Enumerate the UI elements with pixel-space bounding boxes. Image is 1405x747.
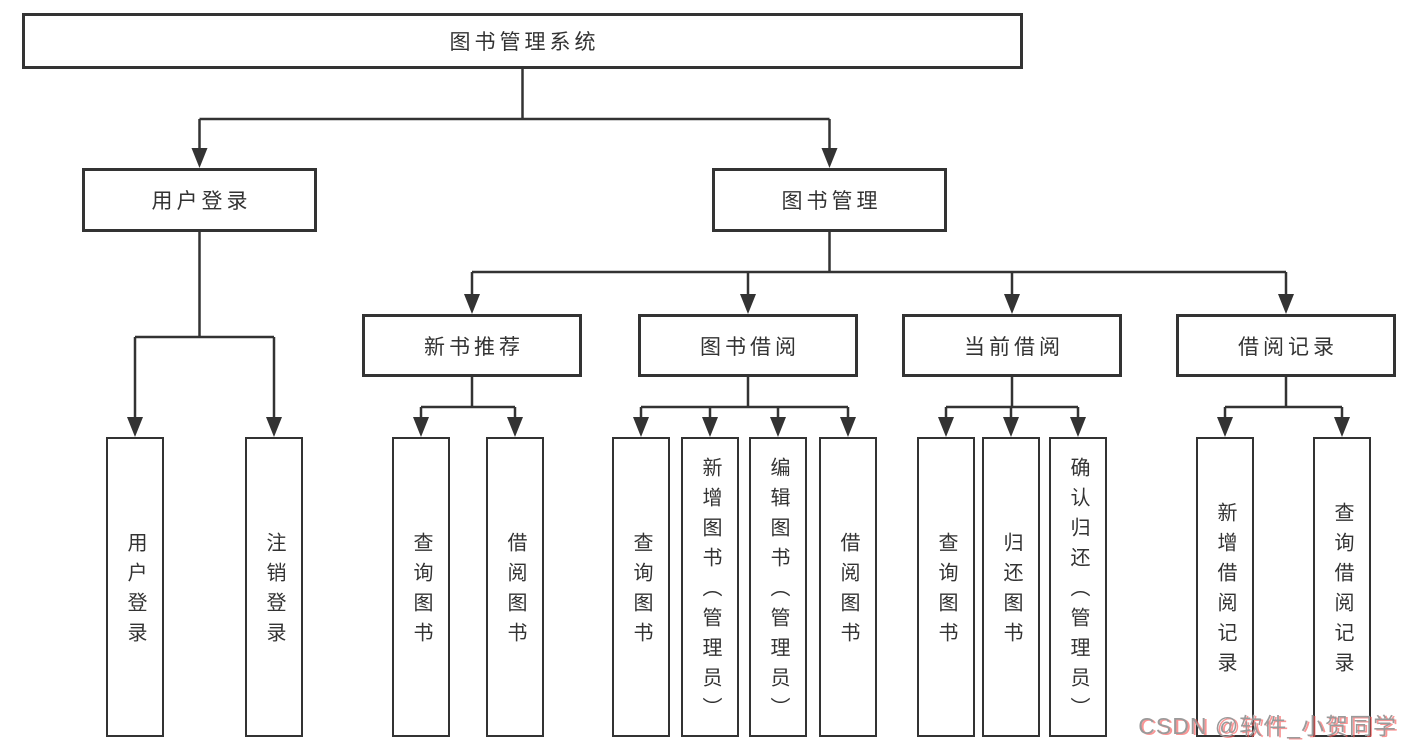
leaf-label: 归还图书 [1000,532,1022,652]
leaf-label: 确认归还（管理员） [1067,457,1089,727]
leaf-label: 新增借阅记录 [1214,502,1236,682]
leaf-label: 查询图书 [410,532,432,652]
connector-root-to-level1 [191,69,838,168]
leaf-query-book-3: 查询图书 [917,437,975,737]
node-borrow-record: 借阅记录 [1176,314,1396,377]
leaf-label: 借阅图书 [837,532,859,652]
leaf-logout: 注销登录 [245,437,303,737]
node-label: 用户登录 [151,190,252,213]
leaf-label: 查询借阅记录 [1331,502,1353,682]
node-book-management: 图书管理 [712,168,947,232]
connector-borrow-record-to-leaves [1217,377,1350,437]
node-root-library-system: 图书管理系统 [22,13,1023,69]
node-user-login: 用户登录 [82,168,317,232]
node-current-borrow: 当前借阅 [902,314,1122,377]
node-book-borrow: 图书借阅 [638,314,858,377]
leaf-return-book: 归还图书 [982,437,1040,737]
node-label: 当前借阅 [964,335,1064,359]
node-label: 借阅记录 [1238,335,1338,359]
leaf-label: 新增图书（管理员） [699,457,721,727]
leaf-borrow-book-1: 借阅图书 [486,437,544,737]
node-label: 图书管理系统 [449,31,600,54]
leaf-query-book-2: 查询图书 [612,437,670,737]
leaf-label: 查询图书 [935,532,957,652]
leaf-user-login: 用户登录 [106,437,164,737]
node-label: 新书推荐 [424,335,524,359]
leaf-edit-book-admin: 编辑图书（管理员） [749,437,807,737]
leaf-confirm-return-admin: 确认归还（管理员） [1049,437,1107,737]
leaf-add-borrow-record: 新增借阅记录 [1196,437,1254,737]
node-new-book-recommend: 新书推荐 [362,314,582,377]
connector-book-borrow-to-leaves [633,377,856,437]
leaf-borrow-book-2: 借阅图书 [819,437,877,737]
connector-current-borrow-to-leaves [938,377,1086,437]
leaf-label: 用户登录 [124,532,146,652]
leaf-label: 查询图书 [630,532,652,652]
connector-user-login-to-leaves [127,232,282,437]
leaf-label: 注销登录 [263,532,285,652]
leaf-query-book-1: 查询图书 [392,437,450,737]
node-label: 图书借阅 [700,335,800,359]
leaf-add-book-admin: 新增图书（管理员） [681,437,739,737]
leaf-label: 借阅图书 [504,532,526,652]
connector-new-book-to-leaves [413,377,523,437]
leaf-label: 编辑图书（管理员） [767,457,789,727]
connector-book-mgmt-to-level2 [464,232,1294,314]
node-label: 图书管理 [781,190,882,213]
leaf-query-borrow-record: 查询借阅记录 [1313,437,1371,737]
